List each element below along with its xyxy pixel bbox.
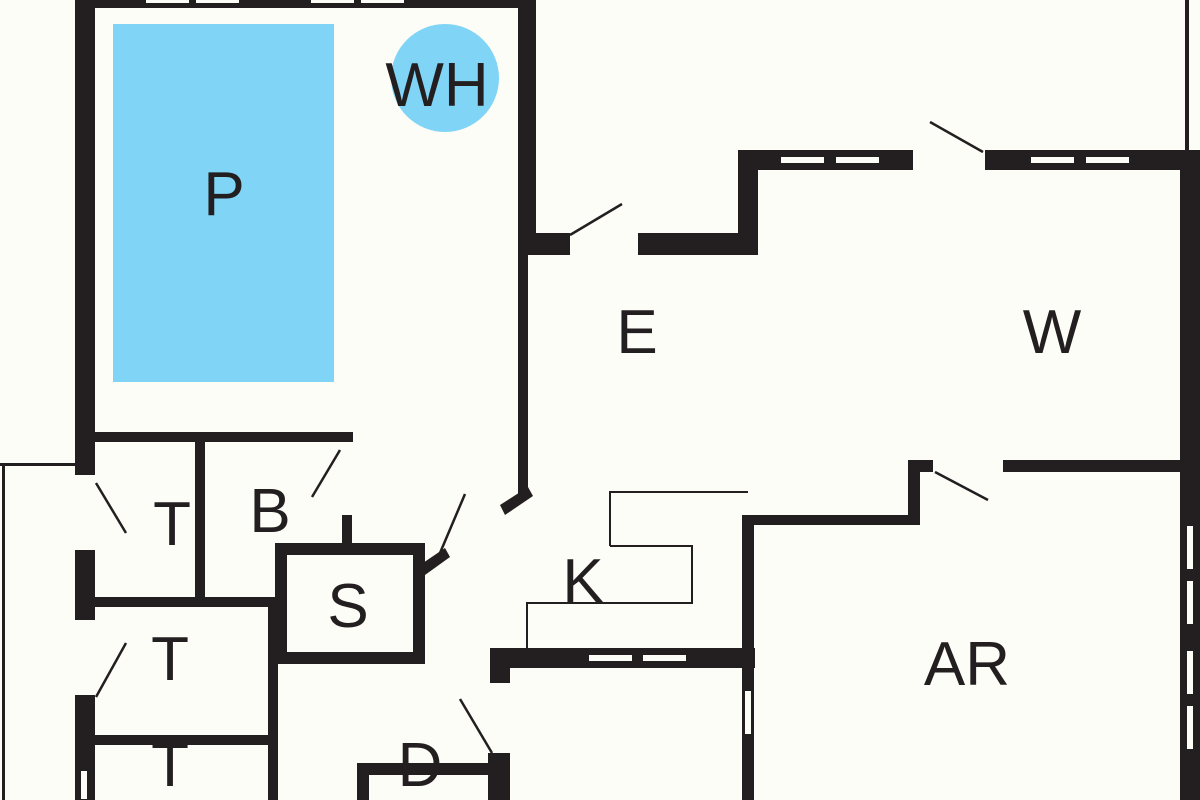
label-sauna: S [327,572,368,641]
kitchen-counters [526,491,748,648]
label-pool: P [203,160,244,229]
label-toilet-1: T [153,490,191,559]
doors [94,120,989,754]
room-labels: P WH E W T B S T K AR T D [151,51,1082,800]
label-ar: AR [924,630,1010,699]
label-toilet-2: T [151,625,189,694]
whirlpool-area [391,24,499,132]
label-kitchen: K [562,547,603,616]
pool-area [113,24,334,382]
label-bottom-left-room: T [151,731,189,800]
label-bath: B [249,477,290,546]
label-entrance: E [616,298,657,367]
label-whirlpool: WH [385,51,488,120]
label-bottom-room: D [398,731,443,800]
label-w: W [1023,298,1082,367]
windows [79,0,1195,800]
